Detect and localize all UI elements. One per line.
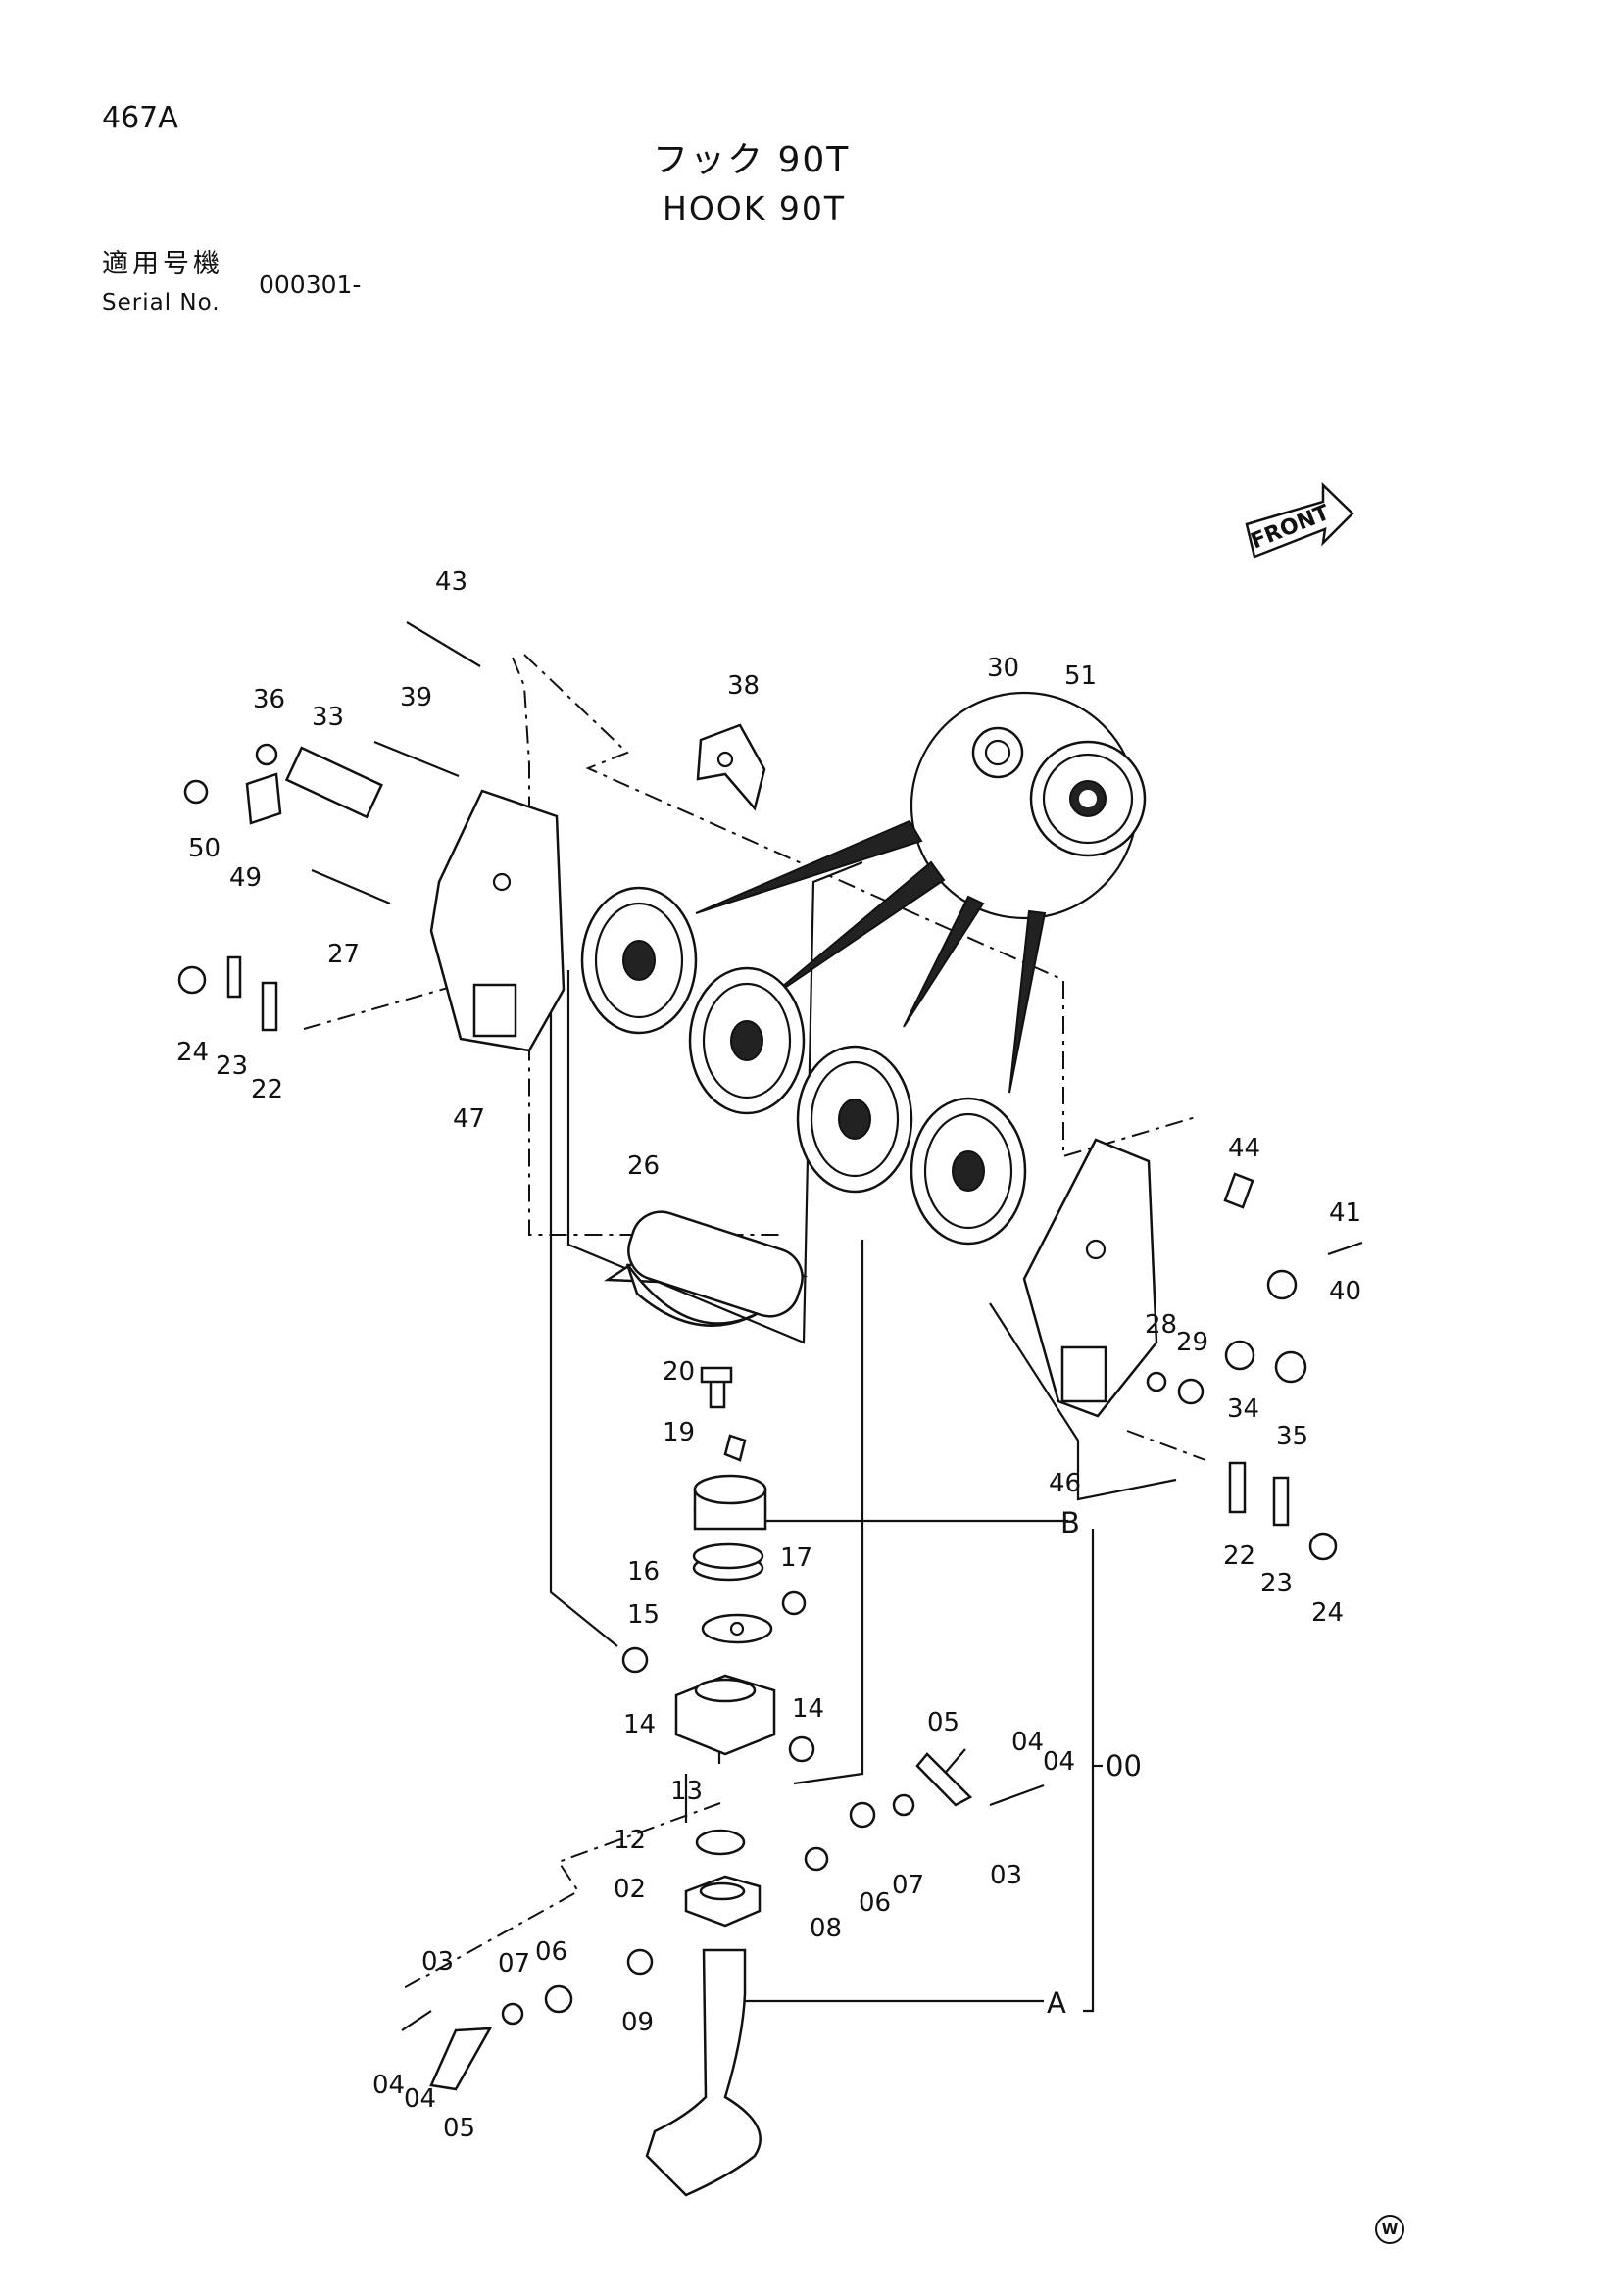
label-17: 17 (780, 1543, 812, 1573)
label-47: 47 (453, 1104, 485, 1134)
label-19: 19 (663, 1418, 695, 1447)
label-40: 40 (1329, 1277, 1361, 1306)
label-04-right-b: 04 (1043, 1747, 1075, 1777)
swivel-stack (621, 1366, 829, 2197)
pulley-2 (688, 966, 806, 1115)
label-41: 41 (1329, 1198, 1361, 1228)
label-13: 13 (670, 1777, 703, 1806)
label-28: 28 (1145, 1310, 1177, 1340)
label-03-right: 03 (990, 1861, 1022, 1890)
label-34: 34 (1227, 1394, 1259, 1424)
label-51: 51 (1064, 661, 1097, 691)
label-26: 26 (627, 1151, 660, 1181)
small-parts (177, 621, 1363, 1561)
label-06-right: 06 (859, 1888, 891, 1918)
label-43: 43 (435, 567, 467, 597)
label-22-left: 22 (251, 1075, 283, 1104)
label-23-right: 23 (1260, 1569, 1293, 1598)
label-15: 15 (627, 1600, 660, 1630)
label-04-left-a: 04 (372, 2071, 405, 2100)
side-plate-46 (1022, 1138, 1158, 1418)
label-50: 50 (188, 834, 221, 863)
pin-parts (401, 1748, 1045, 2091)
label-16: 16 (627, 1557, 660, 1587)
label-24-right: 24 (1311, 1598, 1344, 1628)
label-09: 09 (621, 2008, 654, 2037)
front-arrow-icon: FRONT (1245, 482, 1354, 559)
label-39: 39 (400, 683, 432, 712)
label-46: 46 (1049, 1469, 1081, 1498)
label-A: A (1047, 1986, 1066, 2020)
part-labels: 43 38 30 51 36 33 39 50 49 27 24 23 22 4… (176, 567, 1361, 2143)
label-44: 44 (1228, 1134, 1260, 1163)
label-36: 36 (253, 685, 285, 714)
label-08: 08 (810, 1914, 842, 1943)
label-24-left: 24 (176, 1038, 209, 1067)
serial-label-english: Serial No. (102, 290, 221, 316)
pulley-4 (910, 1097, 1027, 1246)
label-05-left: 05 (443, 2114, 475, 2143)
label-22-right: 22 (1223, 1541, 1255, 1571)
label-02: 02 (614, 1875, 646, 1904)
label-27: 27 (327, 940, 360, 969)
maker-mark-icon: W (1375, 2215, 1404, 2244)
label-38: 38 (727, 671, 760, 701)
label-B: B (1060, 1506, 1080, 1539)
pulley-detail-circle (695, 691, 1147, 1094)
label-05-right: 05 (927, 1708, 959, 1737)
pulley-51-detail (1029, 740, 1147, 857)
label-04-right-a: 04 (1011, 1728, 1044, 1757)
label-07-right: 07 (892, 1871, 924, 1900)
label-12: 12 (614, 1826, 646, 1855)
label-33: 33 (312, 703, 344, 732)
label-20: 20 (663, 1357, 695, 1387)
label-07-left: 07 (498, 1949, 530, 1978)
label-49: 49 (229, 863, 262, 893)
side-plate-47 (429, 789, 566, 1052)
label-23-left: 23 (216, 1051, 248, 1081)
pulley-3 (796, 1045, 913, 1194)
label-00: 00 (1106, 1749, 1142, 1783)
page-code: 467A (102, 101, 178, 135)
label-29: 29 (1176, 1328, 1208, 1357)
pulley-1 (580, 886, 698, 1035)
pulley-stack (580, 886, 1027, 1246)
bearing-30-detail (971, 726, 1024, 779)
title-japanese: フック 90T (653, 140, 851, 180)
label-14-right: 14 (792, 1694, 824, 1724)
label-03-left: 03 (421, 1947, 454, 1977)
label-30: 30 (987, 654, 1019, 683)
label-35: 35 (1276, 1422, 1308, 1451)
label-04-left-b: 04 (404, 2084, 436, 2114)
label-14-left: 14 (623, 1710, 656, 1739)
title-english: HOOK 90T (663, 189, 847, 227)
label-06-left: 06 (535, 1937, 567, 1967)
serial-label-japanese: 適用号機 (102, 249, 223, 279)
serial-number-value: 000301- (259, 270, 362, 299)
front-label: FRONT (1248, 501, 1333, 555)
